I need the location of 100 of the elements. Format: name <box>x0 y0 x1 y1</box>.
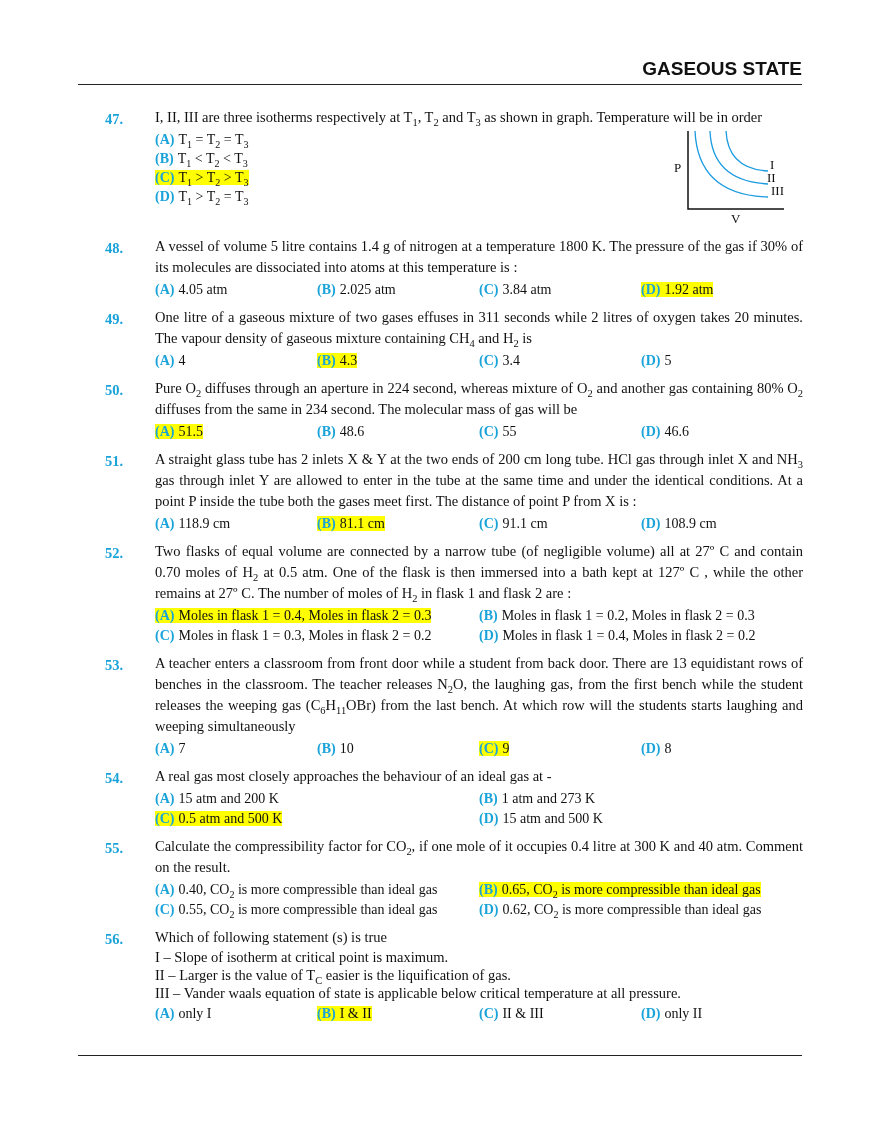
option-text: 91.1 cm <box>502 516 548 531</box>
question-number: 53. <box>105 656 124 675</box>
option-letter: (C) <box>479 353 499 368</box>
axis-label: V <box>731 211 741 227</box>
option-text: 3.4 <box>502 353 520 368</box>
option-text: 5 <box>664 353 672 368</box>
question-number: 56. <box>105 930 124 949</box>
option-text: Moles in flask 1 = 0.2, Moles in flask 2 = 0.3 <box>501 608 755 623</box>
question-text: Two flasks of equal volume are connected by a narrow tube (of negligible volume) all at 27º C and contain 0.70 moles of H$_{2}$ at 0.5 atm. One of the flask is then immersed into a bath kept at 127º C , while the other remains at 27º C. The number of moles of H$_{2}$ in flask 1 and flask 2 are : <box>155 542 803 604</box>
option-text: 1.92 atm <box>664 282 714 297</box>
option-text: Moles in flask 1 = 0.4, Moles in flask 2 = 0.3 <box>178 608 432 623</box>
option-letter: (A) <box>155 424 175 439</box>
option-text: 10 <box>339 741 354 756</box>
option-letter: (D) <box>155 189 175 204</box>
option-text: II & III <box>502 1006 544 1021</box>
option-letter: (A) <box>155 1006 175 1021</box>
option-text: 108.9 cm <box>664 516 717 531</box>
option-text: I & II <box>339 1006 372 1021</box>
option-text: T$_{1}$ > T$_{2}$ > T$_{3}$ <box>178 170 249 185</box>
option-letter: (A) <box>155 882 175 897</box>
question-number: 51. <box>105 452 124 471</box>
option-letter: (C) <box>155 902 175 917</box>
option-letter: (D) <box>641 282 661 297</box>
question-text: I, II, III are three isotherms respectively at T$_{1}$, T$_{2}$ and T$_{3}$ as shown in graph. Temperature will be in order <box>155 108 764 128</box>
option-letter: (C) <box>479 424 499 439</box>
option-letter: (B) <box>155 151 174 166</box>
section-title: GASEOUS STATE <box>642 58 802 80</box>
option-letter: (A) <box>155 516 175 531</box>
option-text: 0.65, CO$_{2}$ is more compressible than ideal gas <box>501 882 761 897</box>
option-text: 48.6 <box>339 424 365 439</box>
option-text: 118.9 cm <box>178 516 231 531</box>
option-letter: (B) <box>479 882 498 897</box>
option-letter: (D) <box>479 628 499 643</box>
question-text: Pure O$_{2}$ diffuses through an aperture in 224 second, whereas mixture of O$_{2}$ and another gas containing 80% O$_{2}$ diffuses from the same in 234 second. The molecular mass of gas will be <box>155 379 803 419</box>
question-text: A teacher enters a classroom from front door while a student from back door. There are 13 equidistant rows of benches in the classroom. The teacher releases N$_{2}$O, the laughing gas, from the first bench while the student releases the weeping gas (C$_{6}$H$_{11}$OBr) from the last bench. At which row will the students starts laughing and weeping simultaneously <box>155 654 803 736</box>
curve-label: III <box>771 183 784 199</box>
option-letter: (C) <box>479 1006 499 1021</box>
option-letter: (A) <box>155 353 175 368</box>
option-letter: (B) <box>317 282 336 297</box>
statement-text: I – Slope of isotherm at critical point is maximum. <box>155 948 450 966</box>
option-letter: (B) <box>317 353 336 368</box>
axis-label: P <box>674 160 682 176</box>
option-letter: (B) <box>317 1006 336 1021</box>
option-letter: (A) <box>155 282 175 297</box>
option-letter: (B) <box>479 791 498 806</box>
question-number: 55. <box>105 839 124 858</box>
question-number: 54. <box>105 769 124 788</box>
option-letter: (A) <box>155 608 175 623</box>
option-text: 3.84 atm <box>502 282 552 297</box>
option-letter: (D) <box>479 902 499 917</box>
option-letter: (D) <box>641 741 661 756</box>
question-text: Which of following statement (s) is true <box>155 928 388 947</box>
option-text: 81.1 cm <box>339 516 385 531</box>
option-text: 4 <box>178 353 186 368</box>
option-letter: (C) <box>155 811 175 826</box>
statement-text: III – Vander waals equation of state is applicable below critical temperature at all pressure. <box>155 984 682 1002</box>
option-letter: (C) <box>479 741 499 756</box>
option-text: T$_{1}$ = T$_{2}$ = T$_{3}$ <box>178 132 249 147</box>
option-letter: (D) <box>641 353 661 368</box>
question-text: A straight glass tube has 2 inlets X & Y at the two ends of 200 cm long tube. HCl gas through inlet X and NH$_{3}$ gas through inlet Y are allowed to enter in the tube at the same time and under the identical conditions. At a point P inside the tube both the gases meet first. The distance of point P from X is : <box>155 450 803 511</box>
option-letter: (C) <box>479 516 499 531</box>
question-number: 47. <box>105 110 124 129</box>
option-letter: (B) <box>317 741 336 756</box>
option-text: T$_{1}$ > T$_{2}$ = T$_{3}$ <box>178 189 249 204</box>
option-letter: (D) <box>641 424 661 439</box>
question-number: 50. <box>105 381 124 400</box>
question-number: 48. <box>105 239 124 258</box>
option-text: Moles in flask 1 = 0.4, Moles in flask 2 = 0.2 <box>502 628 756 643</box>
option-text: T$_{1}$ < T$_{2}$ < T$_{3}$ <box>177 151 248 166</box>
option-text: 0.40, CO$_{2}$ is more compressible than ideal gas <box>178 882 438 897</box>
option-text: 8 <box>664 741 672 756</box>
option-text: 15 atm and 200 K <box>178 791 279 806</box>
option-letter: (A) <box>155 791 175 806</box>
statement-text: II – Larger is the value of T$_{C}$ easier is the liquification of gas. <box>155 966 512 984</box>
option-text: 0.55, CO$_{2}$ is more compressible than ideal gas <box>178 902 438 917</box>
option-text: Moles in flask 1 = 0.3, Moles in flask 2 = 0.2 <box>178 628 432 643</box>
question-number: 49. <box>105 310 124 329</box>
option-text: only II <box>664 1006 703 1021</box>
option-letter: (C) <box>155 170 175 185</box>
option-letter: (C) <box>155 628 175 643</box>
option-letter: (B) <box>317 424 336 439</box>
option-text: 9 <box>502 741 510 756</box>
option-text: 0.5 atm and 500 K <box>178 811 283 826</box>
option-text: 2.025 atm <box>339 282 396 297</box>
option-text: 46.6 <box>664 424 689 439</box>
question-number: 52. <box>105 544 124 563</box>
question-text: A real gas most closely approaches the behaviour of an ideal gas at - <box>155 767 553 786</box>
curve-label: I <box>770 157 775 173</box>
option-text: 51.5 <box>178 424 203 439</box>
option-text: 4.3 <box>339 353 358 368</box>
option-letter: (C) <box>479 282 499 297</box>
question-text: One litre of a gaseous mixture of two gases effuses in 311 seconds while 2 litres of oxygen takes 20 minutes. The vapour density of gaseous mixture containing CH$_{4}$ and H$_{2}$ is <box>155 308 803 349</box>
option-letter: (D) <box>479 811 499 826</box>
option-text: 15 atm and 500 K <box>502 811 603 826</box>
option-letter: (A) <box>155 741 175 756</box>
option-text: 1 atm and 273 K <box>501 791 595 806</box>
curve-label: II <box>767 170 776 186</box>
option-letter: (B) <box>317 516 336 531</box>
option-text: 55 <box>502 424 517 439</box>
option-letter: (D) <box>641 1006 661 1021</box>
